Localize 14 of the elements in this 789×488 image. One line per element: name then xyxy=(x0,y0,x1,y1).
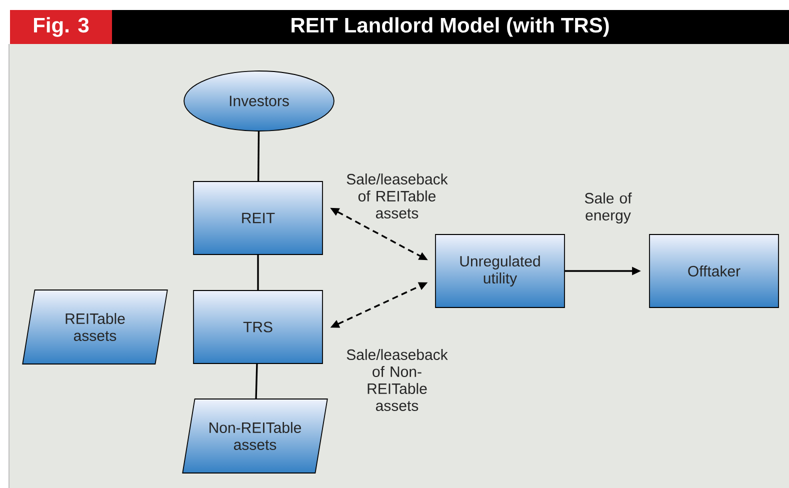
process-box: Offtaker xyxy=(649,234,779,308)
figure-number: Fig. 3 xyxy=(10,10,112,44)
data-parallelogram: REITable assets xyxy=(22,290,168,364)
data-parallelogram: Non-REITable assets xyxy=(182,398,328,474)
process-box: REIT xyxy=(193,181,323,255)
connector-line xyxy=(255,364,258,399)
edge-label: Sale/leaseback of Non-REITable assets xyxy=(346,349,448,411)
connector-line xyxy=(257,254,259,290)
process-box: TRS xyxy=(193,290,323,364)
process-box: Unregulated utility xyxy=(435,234,565,308)
edge-label: Sale/leaseback of REITable assets xyxy=(346,174,448,218)
connector-line xyxy=(257,131,260,182)
title-bar: REIT Landlord Model (with TRS) xyxy=(112,10,789,44)
edge-label: Sale of energy xyxy=(584,192,632,224)
